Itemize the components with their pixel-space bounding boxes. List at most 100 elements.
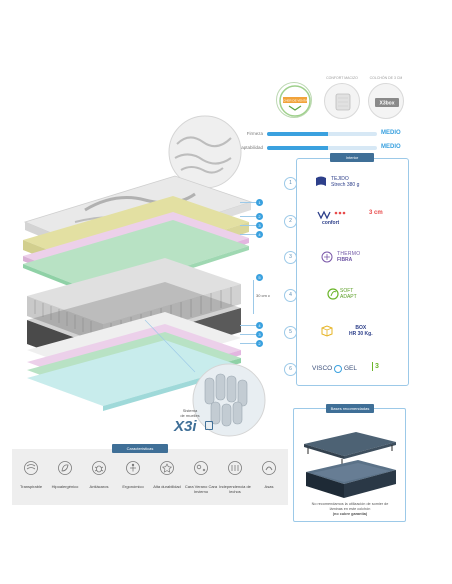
comfort-icon [317, 210, 346, 220]
interior-item-2-line2: 3 cm [369, 210, 383, 216]
bases-tab: Bases recomendadas [326, 404, 374, 413]
interior-item-2-num: 2 [284, 215, 297, 228]
badge3-caption: COLCHÓN DE 3 CM [369, 76, 403, 80]
callout-line-3 [240, 225, 256, 226]
callout-line-2 [240, 216, 256, 217]
feature-durability: Alta durabilidad [150, 460, 184, 489]
interior-item-6-text: VISCO [312, 365, 332, 373]
badge2-caption: CONFORT MACIZO [326, 76, 358, 80]
interior-item-3-num: 3 [284, 251, 297, 264]
interior-item-5-text: BOX HR 30 Kg. [349, 325, 373, 337]
bases-note-line1: No recomendamos la utilización de somier… [311, 502, 389, 506]
interior-item-6-num: 6 [284, 363, 297, 376]
callout-line-b2 [240, 343, 256, 344]
feature-label-1: Hipoalergénico [51, 484, 79, 489]
feature-label-2: Antiácaros [89, 484, 109, 489]
spring-caption-line2: de muelles [180, 413, 200, 418]
interior-item-2-text: confort [322, 220, 339, 226]
caracteristicas-panel [12, 449, 288, 505]
interior-item-4-line2: ADAPT [340, 294, 357, 300]
feature-label-4: Alta durabilidad [153, 484, 181, 489]
feature-label-7: Asas [264, 484, 274, 489]
adaptabilidad-slider [267, 146, 377, 150]
interior-item-6-extra-text: 3 [375, 363, 379, 370]
interior-item-1-line1: TEJIDO [331, 176, 349, 182]
bases-note: No recomendamos la utilización de somier… [296, 502, 404, 517]
callout-b2: 2 [256, 340, 263, 347]
interior-item-5-line1: BOX [355, 325, 367, 331]
callout-1: 1 [256, 199, 263, 206]
callout-4: 4 [256, 231, 263, 238]
sales-seal-badge: OCHER DE VENTAS [276, 82, 312, 118]
durability-icon [160, 461, 174, 475]
spring-brand-box-icon [205, 421, 213, 430]
adaptabilidad-value: MEDIO [381, 144, 401, 150]
interior-item-3-text: THERMO FIBRA [337, 251, 360, 263]
callout-b3: 3 [256, 331, 263, 338]
feature-label-3: Ergonómico [122, 484, 144, 489]
height-label: 30 cm c [256, 293, 271, 298]
interior-item-2-badge: 3 cm [369, 210, 383, 217]
anti-mite-icon [92, 461, 106, 475]
bases-illustration [304, 432, 396, 498]
feature-breathable: Transpirable [14, 460, 48, 489]
feature-independence: Independencia de lechos [218, 460, 252, 494]
interior-item-6-extra: 3 [372, 362, 379, 371]
feature-hypoallergenic: Hipoalergénico [48, 460, 82, 489]
soft-adapt-icon [327, 288, 339, 300]
interior-item-6-line2: GEL [344, 365, 358, 372]
bases-note-line2: láminas en este colchón [329, 507, 371, 511]
x3box-brand: X3box [379, 101, 394, 107]
seal-icon: OCHER DE VENTAS [279, 85, 311, 117]
interior-item-5-line2: HR 30 Kg. [349, 331, 373, 337]
interior-item-4-text: SOFT ADAPT [340, 288, 357, 300]
confort-macizo-badge [324, 83, 360, 119]
interior-item-2-line1: confort [322, 220, 340, 226]
breathable-icon [24, 461, 38, 475]
seal-text: OCHER DE VENTAS [281, 99, 309, 103]
interior-item-1-line2: Strech 380 g [331, 182, 360, 188]
handles-icon [262, 461, 276, 475]
bases-note-line3: (no cubre garantía) [332, 512, 368, 516]
feature-reversible: Cara Verano Cara Invierno [184, 460, 218, 494]
thermo-icon [321, 251, 333, 263]
x3box-badge: X3box [368, 83, 404, 119]
height-bracket [248, 280, 254, 314]
interior-tab: Interior [330, 153, 374, 162]
callout-line-1 [240, 202, 256, 203]
feature-ergonomic: Ergonómico [116, 460, 150, 489]
interior-item-4-num: 4 [284, 289, 297, 302]
interior-item-1-num: 1 [284, 177, 297, 190]
interior-item-4-line1: SOFT [340, 288, 354, 294]
adaptabilidad-fill [267, 146, 328, 150]
interior-item-3-line1: THERMO [337, 251, 361, 257]
adaptabilidad-label: Adaptabilidad [235, 145, 263, 150]
callout-b4: 4 [256, 322, 263, 329]
callout-5: 5 [256, 274, 263, 281]
callout-2: 2 [256, 213, 263, 220]
spring-brand: X3i [174, 418, 197, 435]
callout-3: 3 [256, 222, 263, 229]
callout-line-b3 [240, 334, 256, 335]
x3box-logo-icon: X3box [375, 98, 399, 107]
spring-brand-text: X3i [174, 418, 197, 435]
caracteristicas-tab: Características [112, 444, 168, 453]
feature-label-6: Independencia de lechos [219, 484, 251, 494]
feature-anti-mite: Antiácaros [82, 460, 116, 489]
spring-caption-line1: Sistema [182, 408, 198, 413]
firmeza-label: Firmeza [246, 131, 263, 136]
ergonomic-icon [126, 461, 140, 475]
fabric-zoom-circle [168, 115, 242, 189]
firmeza-slider [267, 132, 377, 136]
callout-line-4 [240, 234, 256, 235]
mattress-illustration [23, 115, 266, 437]
firmeza-fill [267, 132, 328, 136]
interior-item-1-text: TEJIDO Strech 380 g [331, 176, 359, 188]
firmeza-value: MEDIO [381, 130, 401, 136]
independence-icon [228, 461, 242, 475]
mattress-block-icon [335, 93, 351, 111]
interior-item-6-line1: VISCO [312, 365, 333, 372]
interior-panel [296, 158, 409, 386]
interior-item-5-num: 5 [284, 326, 297, 339]
articulated-base [304, 432, 396, 456]
